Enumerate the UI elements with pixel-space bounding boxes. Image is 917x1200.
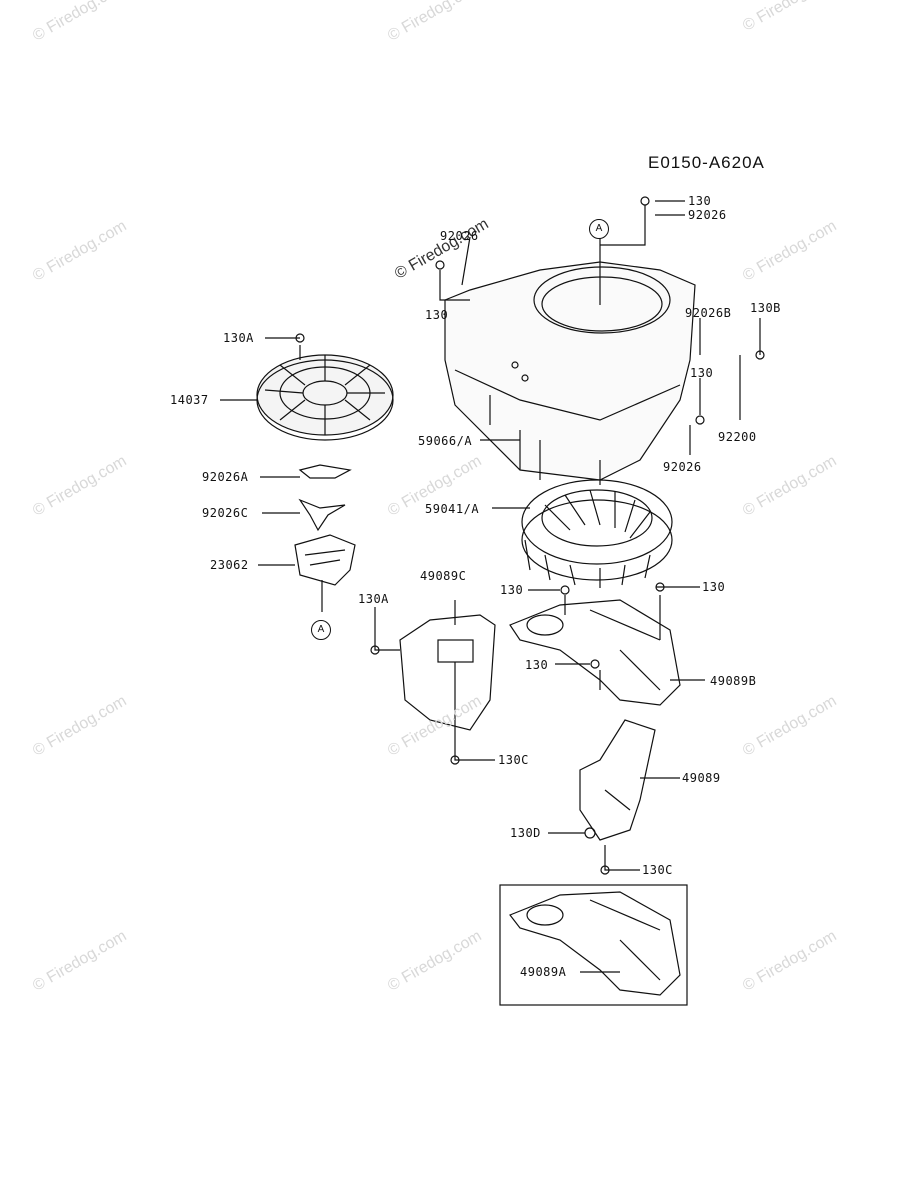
part-label-130C: 130C — [642, 863, 673, 877]
part-label-92026: 92026 — [688, 208, 727, 222]
part-label-130D: 130D — [510, 826, 541, 840]
fan-screen-14037 — [256, 354, 394, 441]
part-label-49089: 49089 — [682, 771, 721, 785]
duct-49089A — [509, 891, 681, 996]
stay-92026C — [298, 498, 346, 532]
blower-housing-59066 — [444, 261, 696, 481]
part-label-59066A: 59066/A — [418, 434, 473, 448]
part-label-92026: 92026 — [663, 460, 702, 474]
part-label-49089A: 49089A — [520, 965, 567, 979]
bracket-23062 — [294, 534, 356, 586]
part-label-130C: 130C — [498, 753, 529, 767]
part-label-59041A: 59041/A — [425, 502, 480, 516]
part-label-130: 130 — [425, 308, 449, 322]
part-label-130B: 130B — [750, 301, 781, 315]
diagram-code: E0150-A620A — [648, 153, 765, 172]
part-label-92026C: 92026C — [202, 506, 249, 520]
part-label-92026A: 92026A — [202, 470, 249, 484]
part-label-92026: 92026 — [440, 229, 479, 243]
part-label-130A: 130A — [358, 592, 389, 606]
part-label-130: 130 — [500, 583, 524, 597]
part-label-130A: 130A — [223, 331, 254, 345]
cover-49089C — [399, 614, 496, 731]
part-label-23062: 23062 — [210, 558, 249, 572]
ref-marker-top: A — [589, 219, 609, 239]
part-label-49089B: 49089B — [710, 674, 757, 688]
part-label-49089C: 49089C — [420, 569, 467, 583]
stay-92026A — [298, 464, 352, 479]
ref-marker-bottom: A — [311, 620, 331, 640]
part-label-92026B: 92026B — [685, 306, 732, 320]
part-label-130: 130 — [702, 580, 726, 594]
part-label-130: 130 — [525, 658, 549, 672]
part-label-14037: 14037 — [170, 393, 209, 407]
cover-49089 — [579, 719, 656, 841]
cooling-fan-59041 — [521, 479, 673, 588]
part-label-130: 130 — [688, 194, 712, 208]
part-label-130: 130 — [690, 366, 714, 380]
part-label-92200: 92200 — [718, 430, 757, 444]
duct-49089B — [509, 599, 681, 706]
